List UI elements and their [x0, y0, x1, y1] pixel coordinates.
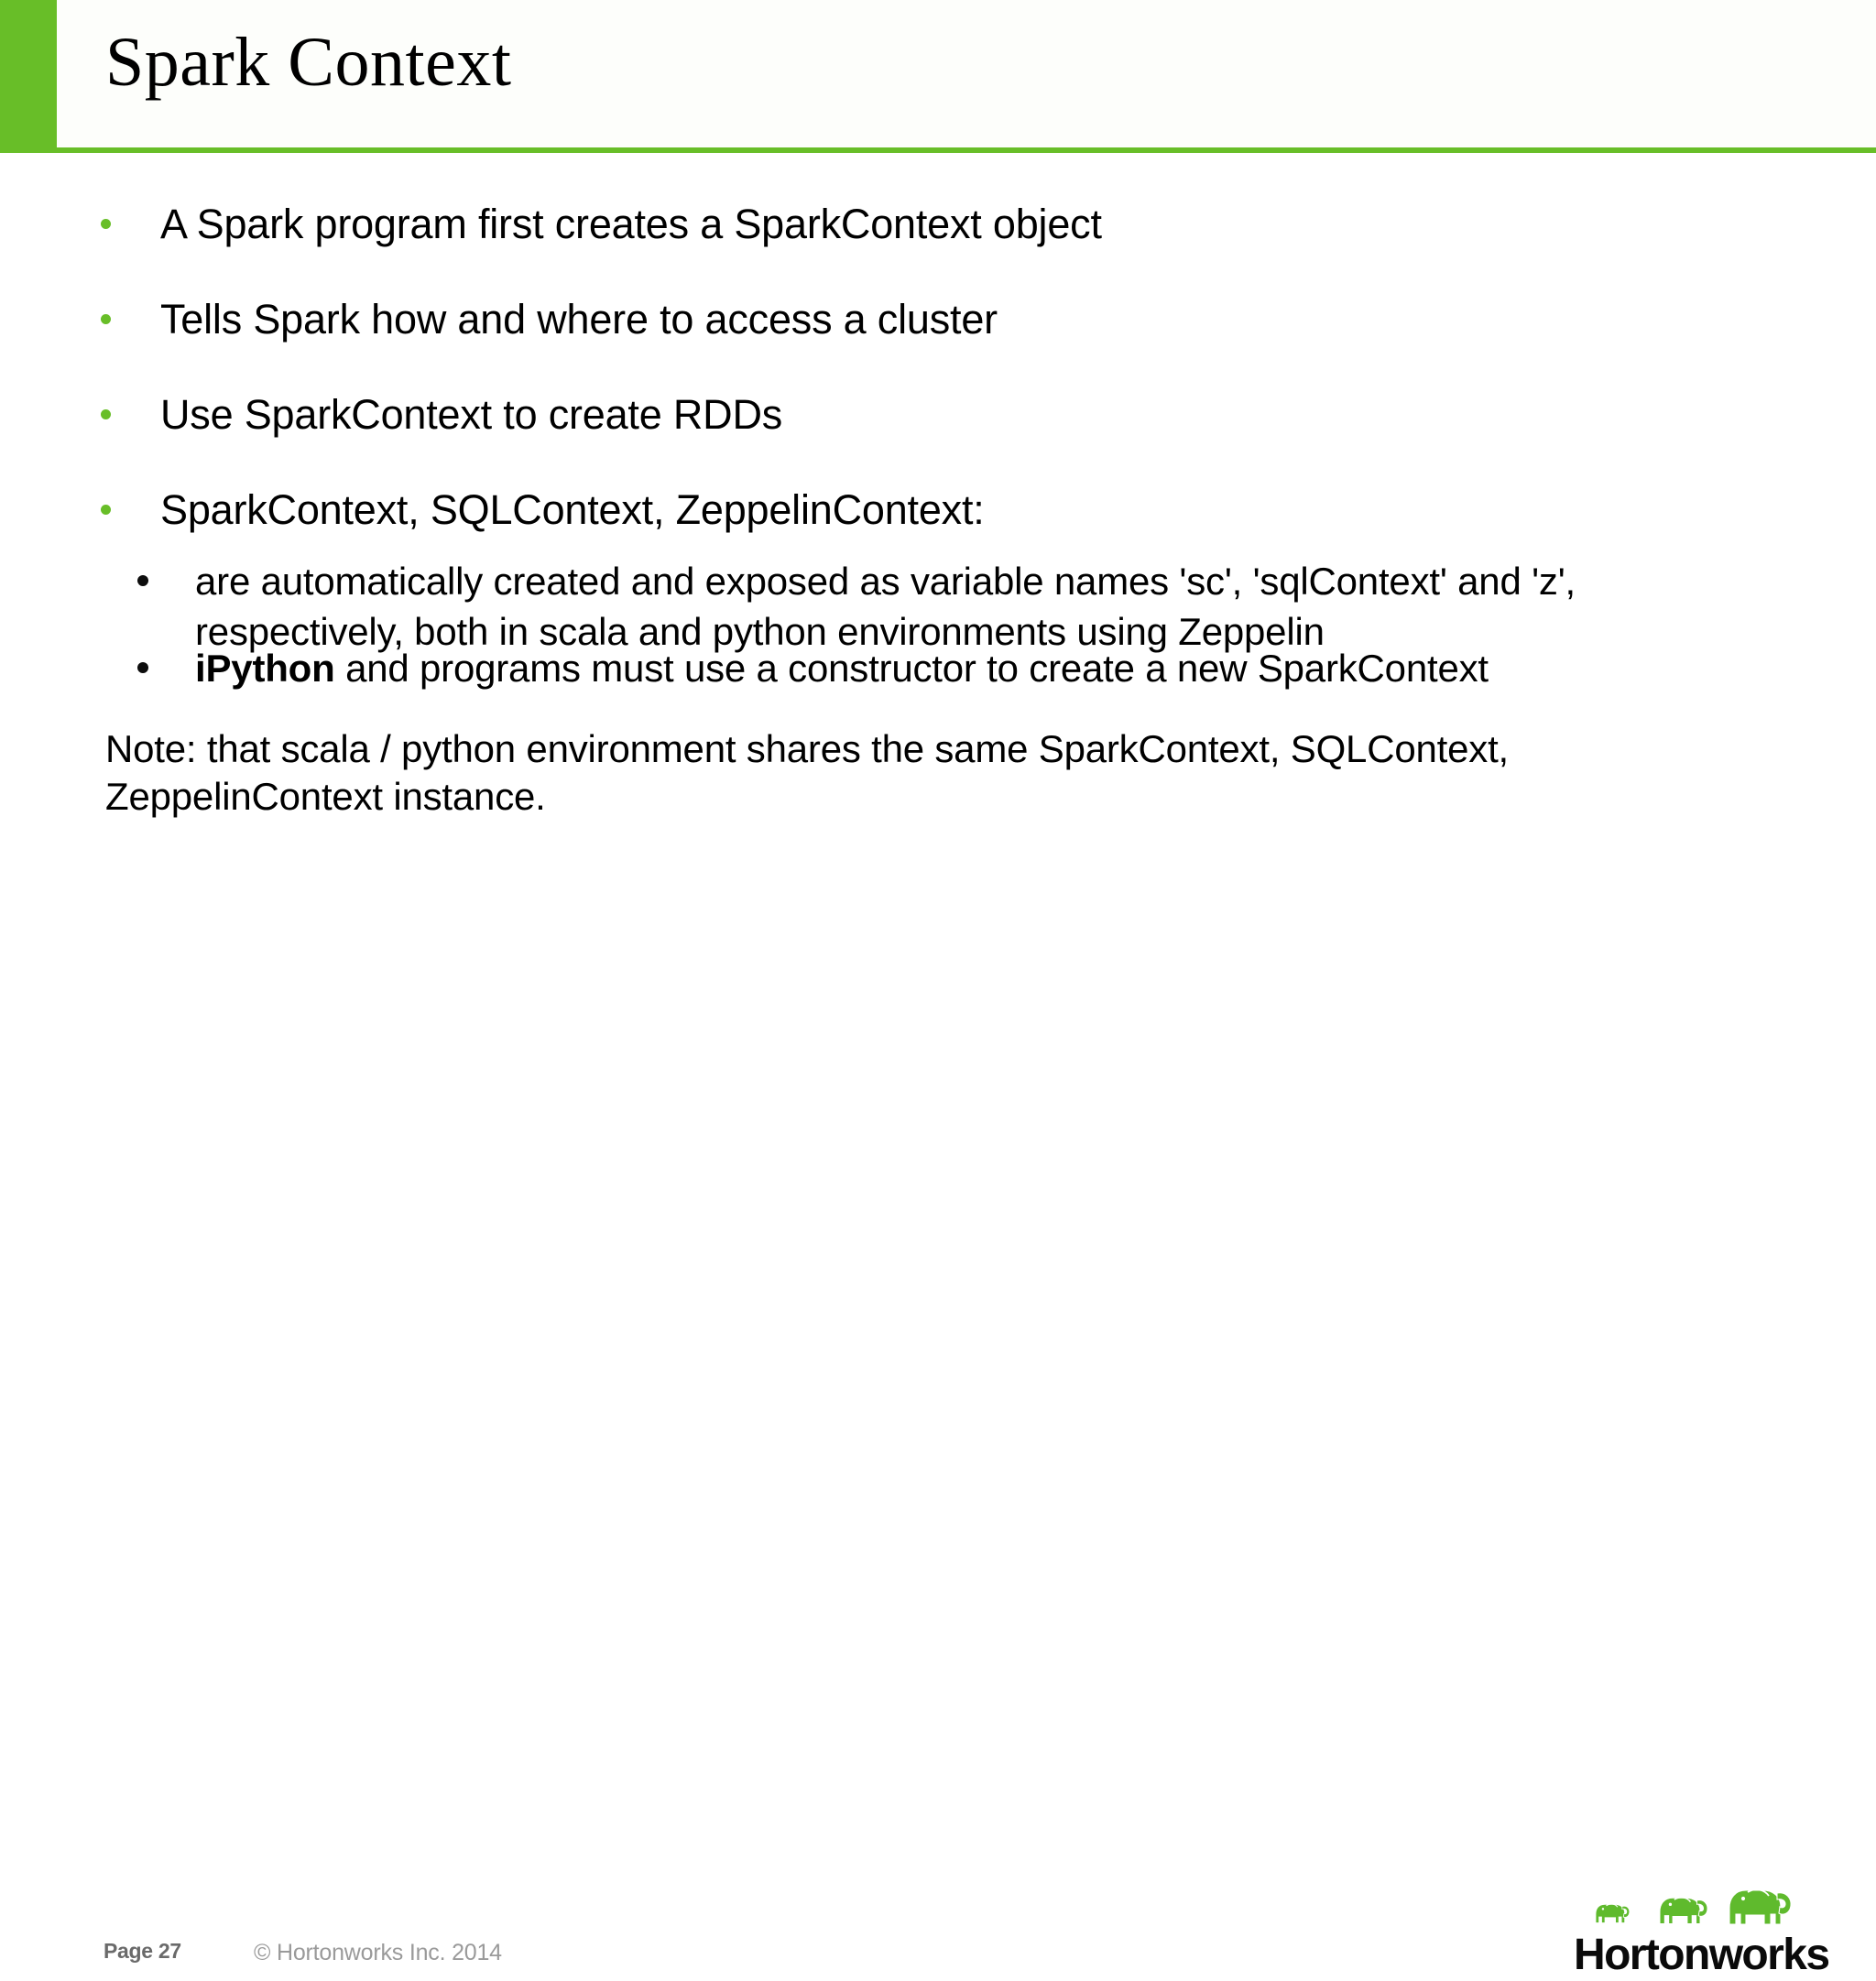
bullet-dot-icon [101, 505, 111, 515]
sub-bullet-text: iPython and programs must use a construc… [195, 643, 1489, 693]
sub-bullet-dot-icon [137, 575, 148, 586]
sub-bullet-text: are automatically created and exposed as… [195, 560, 1576, 653]
three-elephants-icon [1595, 1888, 1792, 1925]
bullet-dot-icon [101, 314, 111, 324]
sub-list-item: are automatically created and exposed as… [137, 556, 1768, 657]
sub-bullet-dot-icon [137, 662, 148, 673]
bullet-text: Use SparkContext to create RDDs [160, 391, 783, 438]
bullet-text: SparkContext, SQLContext, ZeppelinContex… [160, 486, 985, 533]
list-item: Tells Spark how and where to access a cl… [101, 294, 1823, 345]
list-item: SparkContext, SQLContext, ZeppelinContex… [101, 484, 1823, 536]
copyright-notice: © Hortonworks Inc. 2014 [254, 1940, 502, 1965]
slide-footer: Page 27 © Hortonworks Inc. 2014 [0, 941, 1876, 1979]
header-divider-rule [57, 147, 1876, 153]
header-accent-bar [0, 0, 57, 153]
slide-header: Spark Context [0, 0, 1876, 153]
sub-bullet-emphasis: iPython [195, 647, 335, 690]
page-number: Page 27 [104, 1939, 181, 1963]
note-text: Note: that scala / python environment sh… [105, 727, 1510, 818]
logo-wordmark: Hortonworks [1574, 1931, 1830, 1979]
list-item: Use SparkContext to create RDDs [101, 389, 1823, 441]
bullet-text: A Spark program first creates a SparkCon… [160, 201, 1102, 247]
list-item: A Spark program first creates a SparkCon… [101, 199, 1823, 250]
sub-bullet-rest: and programs must use a constructor to c… [334, 647, 1489, 690]
slide-body: A Spark program first creates a SparkCon… [0, 153, 1876, 941]
bullet-text: Tells Spark how and where to access a cl… [160, 296, 998, 343]
page-title: Spark Context [105, 24, 512, 101]
hortonworks-logo: Hortonworks [1574, 1882, 1849, 1981]
bullet-dot-icon [101, 409, 111, 419]
sub-list-item: iPython and programs must use a construc… [137, 643, 1768, 693]
bullet-dot-icon [101, 219, 111, 229]
